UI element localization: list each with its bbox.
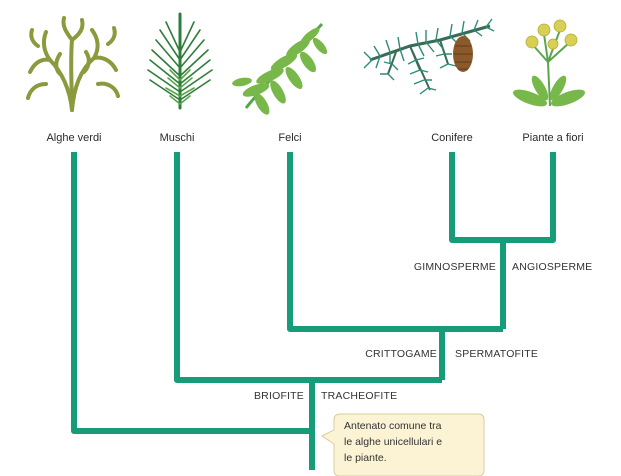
moss-icon	[148, 14, 212, 108]
label-angiosperme: ANGIOSPERME	[512, 261, 592, 273]
flowering-plant-icon	[511, 20, 587, 110]
taxon-label-piante-a-fiori: Piante a fiori	[522, 132, 583, 144]
ancestor-note: Antenato comune tra le alghe unicellular…	[322, 414, 484, 476]
conifer-icon	[364, 19, 494, 94]
fern-icon	[231, 24, 329, 117]
branch-angiosperme-gimnosperme	[452, 152, 553, 240]
taxon-label-muschi: Muschi	[160, 132, 195, 144]
ancestor-note-line-1: Antenato comune tra	[344, 420, 442, 432]
ancestor-note-line-3: le piante.	[344, 452, 387, 464]
ancestor-note-line-2: le alghe unicellulari e	[344, 436, 442, 448]
branch-muschi	[177, 152, 442, 380]
green-algae-icon	[28, 18, 118, 110]
label-crittogame: CRITTOGAME	[365, 348, 437, 360]
label-spermatofite: SPERMATOFITE	[455, 348, 538, 360]
label-tracheofite: TRACHEOFITE	[321, 390, 397, 402]
label-gimnosperme: GIMNOSPERME	[414, 261, 496, 273]
taxon-label-felci: Felci	[278, 132, 301, 144]
taxon-label-alghe-verdi: Alghe verdi	[46, 132, 101, 144]
label-briofite: BRIOFITE	[254, 390, 304, 402]
taxon-label-conifere: Conifere	[431, 132, 473, 144]
